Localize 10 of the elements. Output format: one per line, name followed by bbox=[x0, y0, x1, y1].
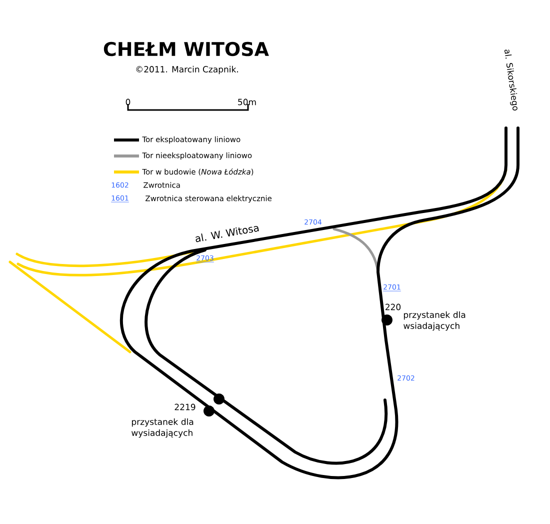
stop-note: przystanek dla wsiadających bbox=[404, 311, 466, 331]
scale-label: 0 bbox=[126, 98, 130, 106]
map-title: CHEŁM WITOSA bbox=[104, 42, 269, 56]
stop-number: 220 bbox=[386, 304, 401, 310]
scale-label: 50m bbox=[238, 98, 256, 106]
street-name: al. W. Witosa bbox=[196, 226, 259, 242]
copyright-note: ©2011. Marcin Czapnik. bbox=[136, 66, 238, 74]
stop-number: 2219 bbox=[174, 404, 196, 410]
stop-note: przystanek dla wysiadających bbox=[132, 418, 194, 438]
street-name: al. Sikorskiego bbox=[504, 50, 518, 111]
